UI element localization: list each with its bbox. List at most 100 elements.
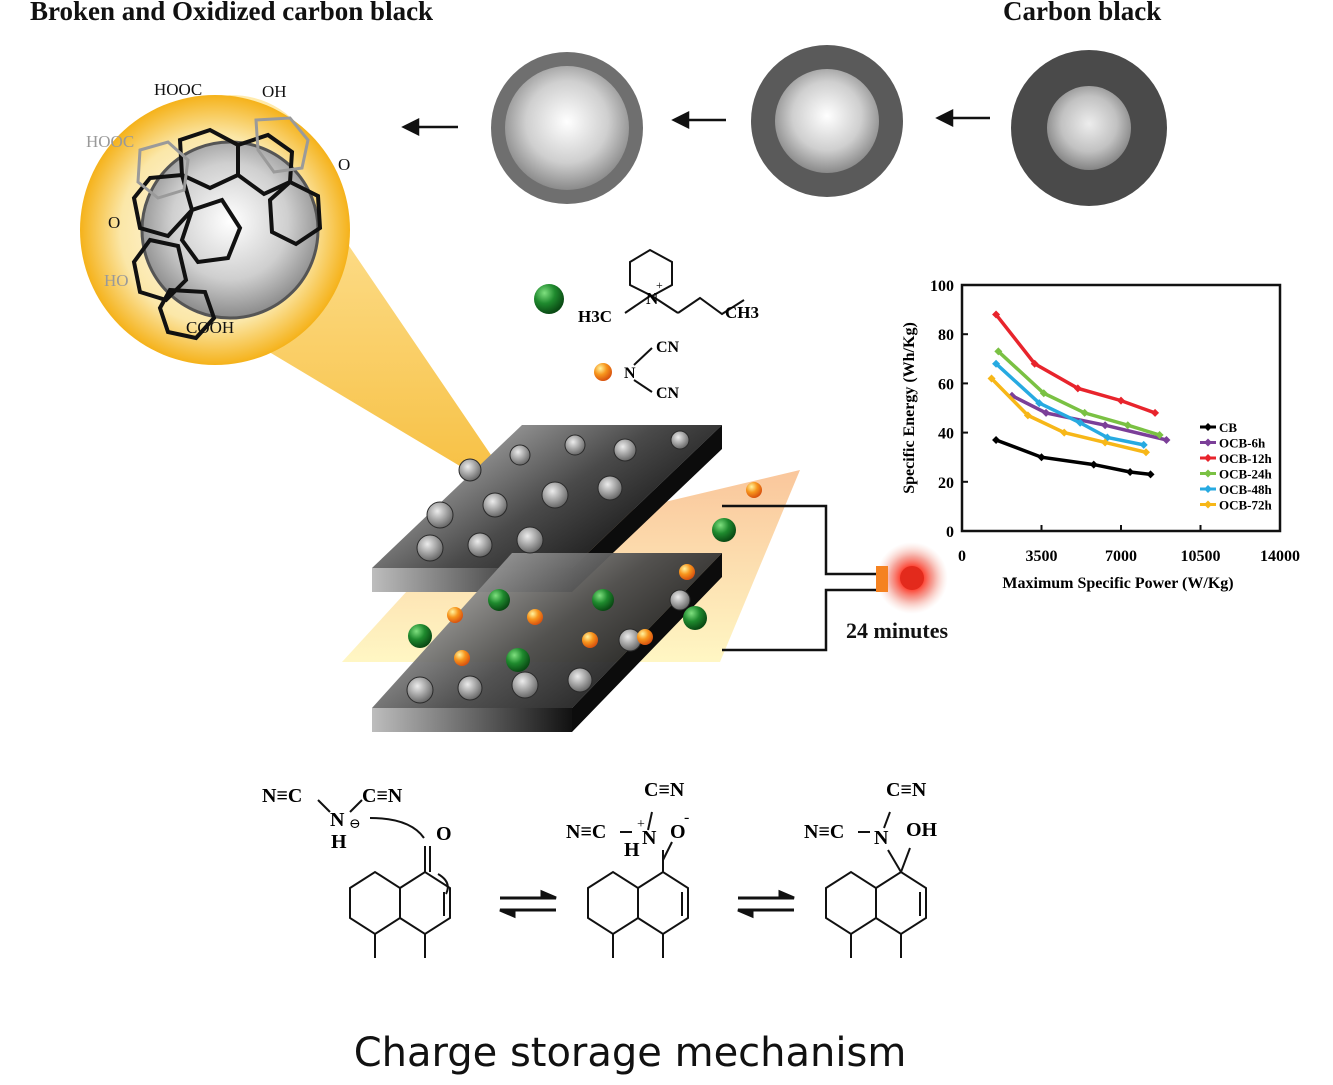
cation-ball [534,284,564,314]
anion-cn-top: CN [656,339,680,356]
equilibrium-arrow-2 [737,889,795,919]
s2-minus: - [684,809,689,826]
chart-legend-marker [1204,438,1212,447]
duration-label: 24 minutes [846,618,949,643]
s2-o: O [670,821,686,843]
label-hooc-1: HOOC [154,80,202,99]
chart-point [1080,408,1089,417]
chart-x-tick-label: 0 [958,548,966,565]
chart-y-axis-label: Specific Energy (Wh/Kg) [901,322,918,494]
chart-x-tick-label: 14000 [1260,548,1300,565]
cation-ch3: CH3 [725,303,759,322]
chart-y-tick-label: 80 [938,327,954,344]
s3-n: N [874,827,889,849]
chart-legend-marker [1204,469,1212,478]
s2-h: H [624,839,640,861]
chart-y-tick-label: 0 [946,524,954,541]
carbon-sphere-broken [491,52,643,204]
carbon-sphere-pristine [1011,50,1167,206]
chart-legend-label: CB [1219,420,1237,435]
s3-cn: C≡N [886,779,927,801]
label-ho: HO [104,271,129,290]
title-oxidized-carbon-black: Broken and Oxidized carbon black [30,0,434,26]
circuit-wire [722,504,880,652]
title-carbon-black: Carbon black [1003,0,1162,26]
label-o-2: O [108,213,120,232]
chart-y-tick-label: 40 [938,426,954,443]
s2-plus: + [637,817,645,832]
label-cooh: COOH [186,318,234,337]
s3-oh: OH [906,819,938,841]
chart-x-tick-label: 3500 [1026,548,1058,565]
chart-y-tick-label: 60 [938,376,954,393]
chart-point [1089,460,1098,469]
label-hooc-2: HOOC [86,132,134,151]
chart-point [992,435,1001,444]
s1-minus: ⊖ [349,817,361,832]
s1-nc-left: N≡C [262,785,302,807]
anion-n: N [624,365,636,382]
chart-point [1073,384,1082,393]
chart-point [1126,467,1135,476]
chart-point [1146,470,1155,479]
mechanism-structure-2 [587,811,689,958]
anion-ball [594,363,612,381]
chart-point [992,310,1001,319]
chart-x-tick-label: 10500 [1181,548,1221,565]
led-icon [876,542,948,614]
chart-point [1076,418,1085,427]
chart-x-axis-label: Maximum Specific Power (W/Kg) [1002,575,1233,592]
chart-x-tick-label: 7000 [1105,548,1137,565]
carbon-sphere-partial [751,45,903,197]
chart-y-tick-label: 20 [938,475,954,492]
chart-point [1139,440,1148,449]
chart-legend-marker [1204,454,1212,462]
chart-point [1151,408,1160,417]
arrow-left-1 [401,117,458,137]
s2-cn: C≡N [644,779,685,801]
chart-point [1101,421,1110,430]
chart-point [1101,438,1110,447]
chart-point [1042,408,1051,417]
s3-nc: N≡C [804,821,844,843]
chart-y-tick-label: 100 [930,278,954,295]
label-o-1: O [338,155,350,174]
chart-point [992,359,1001,368]
anion-cn-bottom: CN [656,385,680,402]
chart-legend-label: OCB-12h [1219,451,1273,466]
s1-n: N [330,809,345,831]
cation-h3c: H3C [578,307,612,326]
chart-point [1060,428,1069,437]
equilibrium-arrow-1 [499,889,557,919]
chart-legend-label: OCB-24h [1219,467,1273,482]
chart-legend-marker [1204,500,1212,509]
chart-frame [960,283,1282,533]
anion-structure [633,347,653,393]
oxidized-carbon-sphere [131,116,323,341]
s1-h: H [331,831,347,853]
chart-legend-label: OCB-72h [1219,498,1273,513]
s2-nc: N≡C [566,821,606,843]
caption: Charge storage mechanism [353,1030,907,1076]
arrow-left-2 [671,110,726,130]
chart-point [994,347,1003,356]
chart-legend-label: OCB-48h [1219,482,1273,497]
chart-point [987,374,996,383]
s1-o: O [436,823,452,845]
chart-legend-marker [1204,423,1212,431]
chart-point [1141,448,1150,457]
chart-point [1039,389,1048,398]
chart-point [1162,435,1171,444]
mechanism-structure-3 [825,811,927,958]
supercapacitor-device [342,425,800,732]
arrow-left-3 [935,108,990,128]
cation-structure [624,248,745,316]
chart-point [1035,399,1044,408]
chart-point [1117,396,1125,405]
cation-n: N [646,289,659,308]
label-oh-1: OH [262,82,287,101]
cation-plus: + [656,278,663,292]
mechanism-structure-1 [317,799,451,958]
